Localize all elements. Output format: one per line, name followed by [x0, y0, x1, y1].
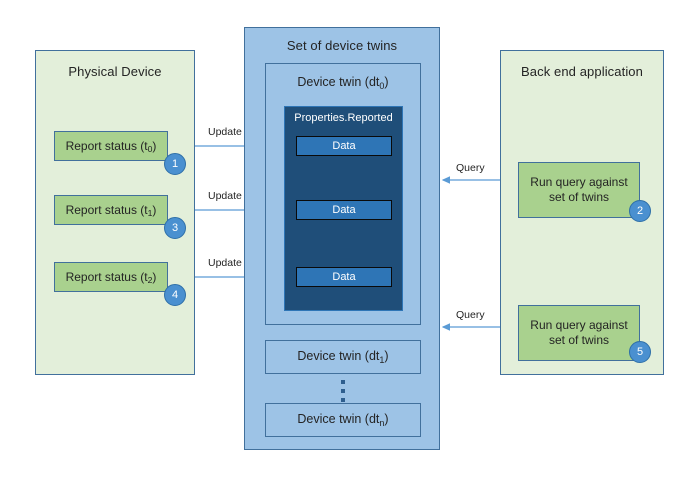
- report-status-t1-box[interactable]: Report status (t1): [54, 195, 168, 225]
- device-twins-title: Set of device twins: [286, 38, 398, 53]
- properties-reported-title: Properties.Reported: [294, 112, 393, 124]
- run-query-box-1[interactable]: Run query against set of twins: [518, 162, 640, 218]
- device-twin-dt0-label: Device twin (dt0): [297, 75, 389, 91]
- step-badge-3: 3: [164, 217, 186, 239]
- device-twin-dtn-label: Device twin (dtn): [297, 412, 389, 428]
- report-status-t0-label: Report status (t0): [65, 138, 157, 155]
- physical-device-title: Physical Device: [68, 64, 162, 79]
- report-status-t1-label: Report status (t1): [65, 202, 157, 219]
- run-query-box-2-line2: set of twins: [548, 333, 610, 347]
- query-label-1: Query: [456, 162, 485, 174]
- update-label-3: Update: [208, 257, 242, 269]
- step-badge-4: 4: [164, 284, 186, 306]
- query-label-2: Query: [456, 309, 485, 321]
- data-box-2[interactable]: Data: [296, 200, 392, 220]
- step-badge-2: 2: [629, 200, 651, 222]
- data-box-1[interactable]: Data: [296, 136, 392, 156]
- update-label-1: Update: [208, 126, 242, 138]
- report-status-t2-box[interactable]: Report status (t2): [54, 262, 168, 292]
- run-query-box-2[interactable]: Run query against set of twins: [518, 305, 640, 361]
- step-badge-5: 5: [629, 341, 651, 363]
- device-twin-dt1-label: Device twin (dt1): [297, 349, 389, 365]
- run-query-box-1-line1: Run query against: [530, 175, 628, 189]
- run-query-box-1-line2: set of twins: [548, 190, 610, 204]
- step-badge-1: 1: [164, 153, 186, 175]
- vertical-ellipsis-icon: [341, 380, 345, 402]
- back-end-application-title: Back end application: [521, 64, 643, 79]
- report-status-t0-box[interactable]: Report status (t0): [54, 131, 168, 161]
- update-label-2: Update: [208, 190, 242, 202]
- run-query-box-2-line1: Run query against: [530, 318, 628, 332]
- report-status-t2-label: Report status (t2): [65, 269, 157, 286]
- data-box-3[interactable]: Data: [296, 267, 392, 287]
- device-twin-dt1-panel[interactable]: Device twin (dt1): [265, 340, 421, 374]
- device-twin-dtn-panel[interactable]: Device twin (dtn): [265, 403, 421, 437]
